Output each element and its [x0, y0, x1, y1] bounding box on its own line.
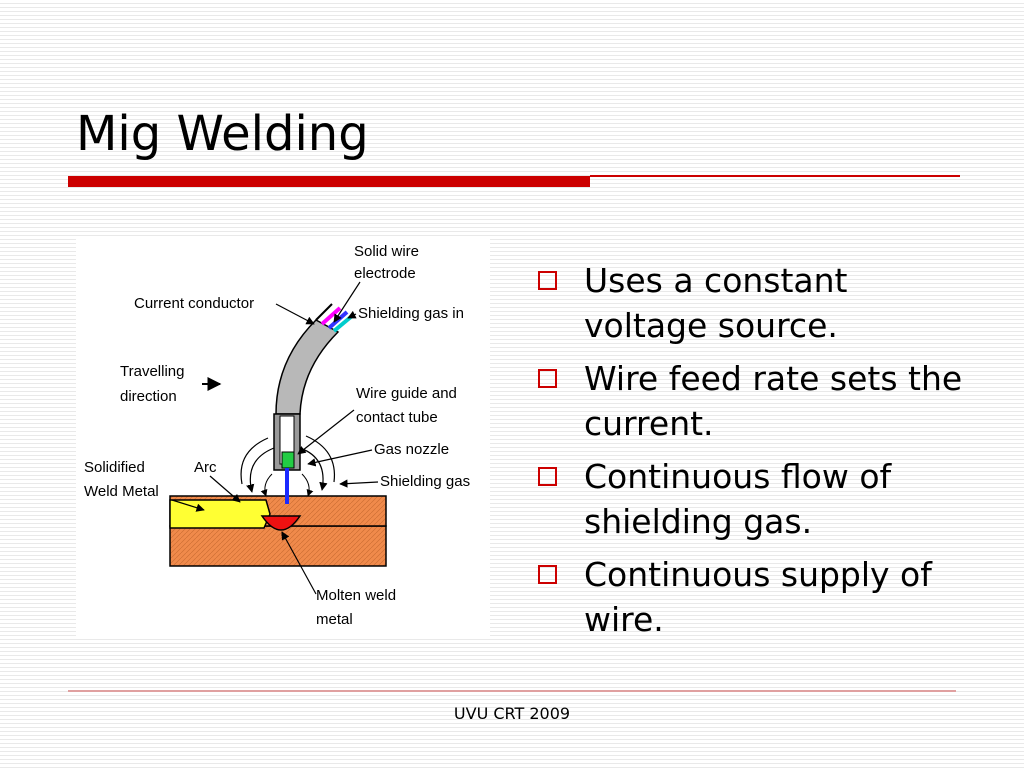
diagram-label: Current conductor: [134, 295, 254, 312]
bullet-item: Continuous flow of shielding gas.: [538, 454, 968, 544]
bullet-text: Uses a constant voltage source.: [584, 261, 848, 345]
diagram-label: Shielding gas: [380, 473, 470, 490]
diagram-label: metal: [316, 611, 353, 628]
footer-divider: [68, 690, 956, 692]
diagram-label: Molten weld: [316, 587, 396, 604]
title-underline-thin: [590, 175, 960, 177]
diagram-label: Solid wire: [354, 243, 419, 260]
diagram-label: Weld Metal: [84, 483, 159, 500]
diagram-label: contact tube: [356, 409, 438, 426]
bullet-text: Continuous flow of shielding gas.: [584, 457, 892, 541]
bullet-item: Wire feed rate sets the current.: [538, 356, 968, 446]
diagram-label: Travelling: [120, 363, 184, 380]
diagram-label: Gas nozzle: [374, 441, 449, 458]
bullet-text: Continuous supply of wire.: [584, 555, 932, 639]
diagram-label: Shielding gas in: [358, 305, 464, 322]
bullet-item: Uses a constant voltage source.: [538, 258, 968, 348]
molten-pool: [260, 515, 302, 531]
bullet-list: Uses a constant voltage source. Wire fee…: [538, 258, 968, 650]
slide-footer: UVU CRT 2009: [453, 704, 571, 723]
diagram-label: Solidified: [84, 459, 145, 476]
title-underline-thick: [68, 176, 590, 187]
diagram-label: electrode: [354, 265, 416, 282]
diagram-label: Wire guide and: [356, 385, 457, 402]
base-metal-lower: [169, 525, 387, 567]
contact-tube: [281, 451, 295, 469]
square-bullet-icon: [538, 467, 557, 486]
bullet-text: Wire feed rate sets the current.: [584, 359, 963, 443]
square-bullet-icon: [538, 271, 557, 290]
bullet-item: Continuous supply of wire.: [538, 552, 968, 642]
mig-welding-diagram: Solid wire electrode Current conductor S…: [76, 238, 490, 638]
diagram-label: Arc: [194, 459, 217, 476]
square-bullet-icon: [538, 369, 557, 388]
torch-body: [275, 319, 340, 415]
diagram-label: direction: [120, 388, 177, 405]
slide-title: Mig Welding: [76, 106, 369, 162]
square-bullet-icon: [538, 565, 557, 584]
